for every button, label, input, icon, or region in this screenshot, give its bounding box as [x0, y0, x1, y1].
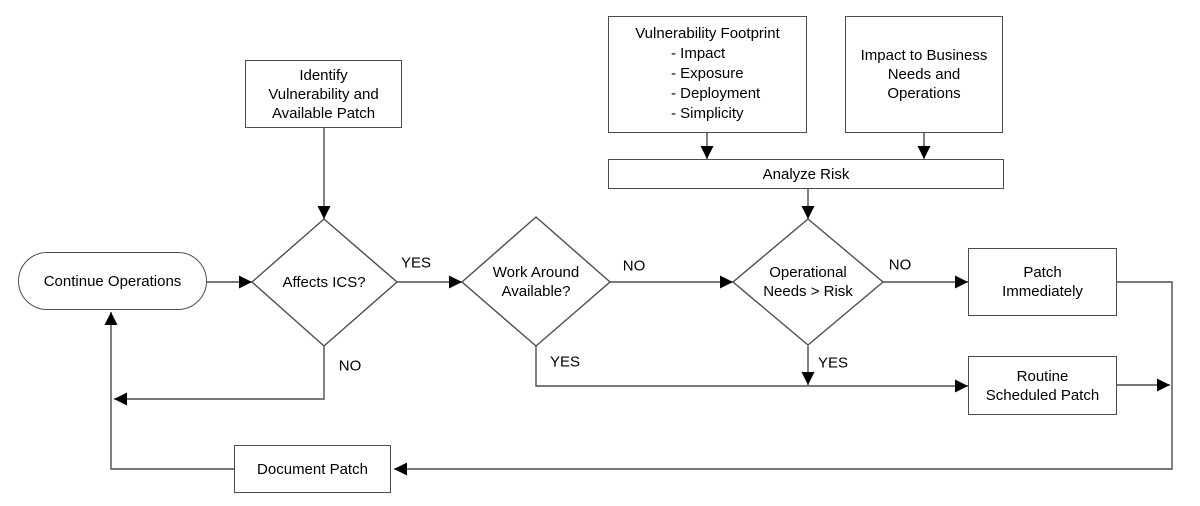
node-bullet: - Exposure: [671, 65, 744, 82]
edge-document-to-continue: [104, 312, 234, 470]
node-document-patch: Document Patch: [234, 445, 391, 493]
node-line: Needs > Risk: [763, 283, 853, 300]
node-line: Analyze Risk: [762, 165, 850, 183]
node-identify-vulnerability: Identify Vulnerability and Available Pat…: [245, 60, 402, 128]
node-line: Work Around: [492, 264, 580, 281]
edge-label-operational-yes: YES: [817, 354, 849, 372]
node-bullet: - Deployment: [671, 85, 761, 102]
node-line: Document Patch: [257, 460, 368, 478]
node-line: Continue Operations: [43, 272, 182, 290]
node-line: Available Patch: [271, 104, 376, 122]
node-routine-scheduled-patch: Routine Scheduled Patch: [968, 356, 1117, 415]
node-bullet: - Impact: [671, 45, 726, 62]
node-line: Vulnerability and: [268, 85, 379, 103]
decision-operational-needs-label: Operational Needs > Risk: [733, 262, 883, 302]
node-analyze-risk: Analyze Risk: [608, 159, 1004, 189]
edge-workaround-yes-to-routine: [535, 346, 968, 393]
edge-label-affects-yes: YES: [400, 254, 432, 272]
edge-patch-to-document: [394, 281, 1173, 476]
edge-label-workaround-no: NO: [622, 257, 646, 275]
node-line: Patch: [1023, 264, 1062, 281]
edge-affects-no-loop: [114, 346, 325, 406]
decision-work-around-label: Work Around Available?: [461, 262, 611, 302]
decision-operational-needs-shape: [731, 218, 885, 346]
edge-label-affects-no: NO: [338, 357, 362, 375]
node-line: Operations: [887, 85, 961, 102]
decision-affects-ics-label: Affects ICS?: [249, 262, 399, 302]
node-bullet: - Simplicity: [671, 105, 744, 122]
node-patch-immediately: Patch Immediately: [968, 248, 1117, 316]
node-line: Affects ICS?: [282, 273, 366, 291]
node-line: Needs and: [887, 66, 961, 83]
decision-affects-ics-shape: [250, 218, 399, 347]
node-line: Available?: [501, 283, 571, 300]
decision-work-around-shape: [460, 216, 612, 347]
node-vulnerability-footprint: Vulnerability Footprint - Impact - Expos…: [608, 16, 807, 133]
node-continue-operations: Continue Operations: [18, 252, 207, 310]
node-line: Operational: [769, 264, 847, 281]
node-line: Routine: [1016, 367, 1069, 385]
node-line: Scheduled Patch: [985, 386, 1100, 404]
node-line: Immediately: [1002, 283, 1083, 300]
edge-label-operational-no: NO: [888, 256, 912, 274]
node-line: Identify: [299, 66, 348, 84]
node-impact-business: Impact to Business Needs and Operations: [845, 16, 1003, 133]
edge-label-workaround-yes: YES: [549, 353, 581, 371]
node-title: Vulnerability Footprint: [635, 25, 780, 42]
node-line: Impact to Business: [860, 47, 988, 64]
